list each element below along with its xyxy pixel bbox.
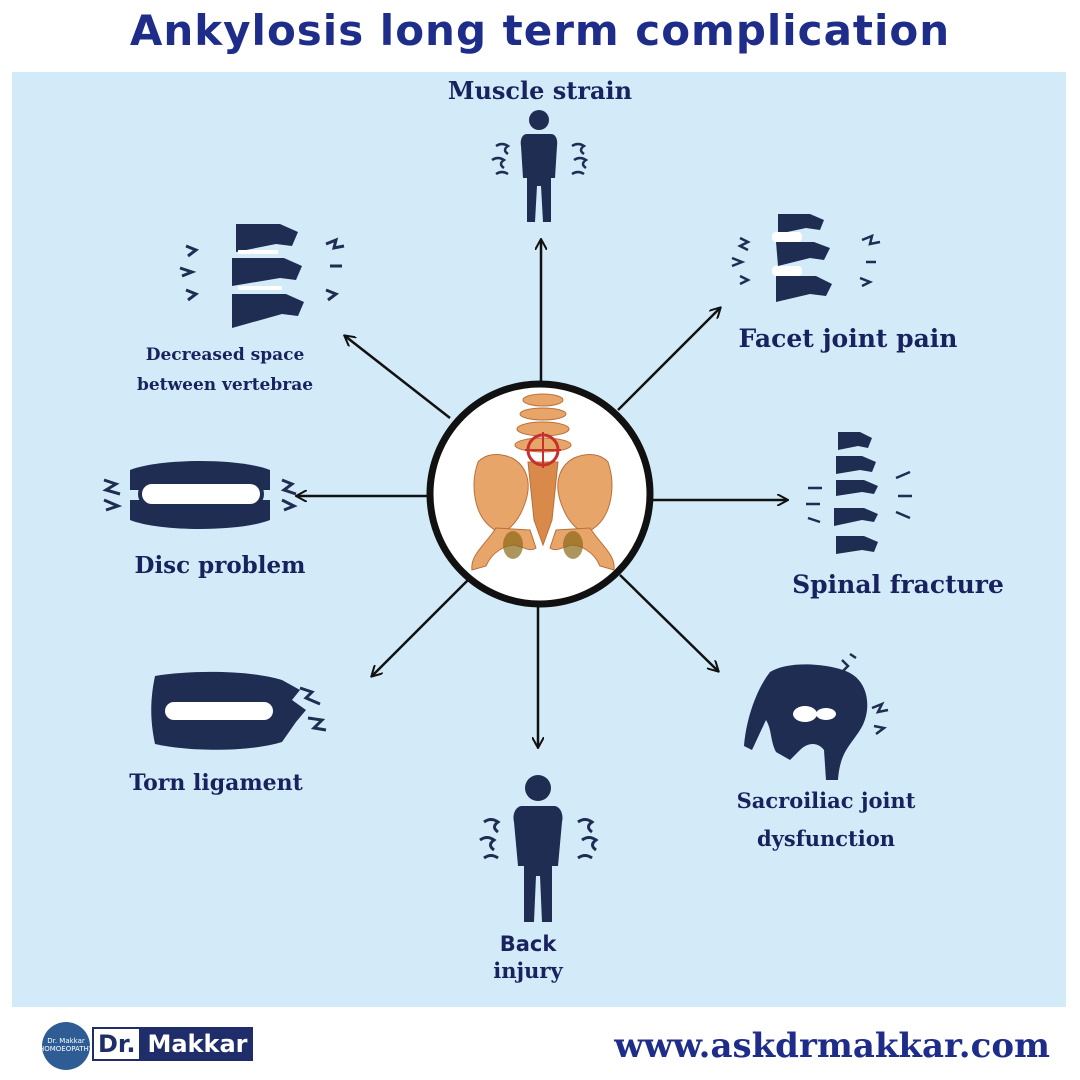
label-facet-joint-pain: Facet joint pain [728,324,968,353]
vertebrae-icon-spinal-fracture [806,432,912,554]
label-decreased-line2: between vertebrae [125,375,325,395]
disc-icon-torn-ligament [151,672,326,750]
brand-name: Makkar [141,1027,253,1061]
arrow-to-sacroiliac [620,575,718,671]
person-icon-back-injury [480,775,596,922]
label-decreased-line1: Decreased space [125,345,325,365]
label-sacroiliac-line1: Sacroiliac joint [726,788,926,813]
label-back-injury-line2: injury [478,958,578,983]
label-torn-ligament: Torn ligament [116,770,316,796]
label-sacroiliac-line2: dysfunction [726,826,926,851]
person-icon-muscle-strain [492,110,586,222]
brand-logo: Dr. Makkar [92,1027,253,1061]
disc-icon-disc-problem [104,461,296,529]
arrow-to-facet-joint-pain [618,308,720,410]
arrow-to-torn-ligament [372,580,468,676]
label-muscle-strain: Muscle strain [440,76,640,105]
label-back-injury-line1: Back [478,932,578,956]
website-link[interactable]: www.askdrmakkar.com [614,1026,1050,1066]
logo-icon: Dr. Makkar HOMOEOPATHY [42,1022,90,1070]
label-spinal-fracture: Spinal fracture [788,570,1008,599]
arrow-to-decreased-space [345,336,450,418]
label-disc-problem: Disc problem [120,552,320,579]
pelvis-icon-sacroiliac [744,654,888,780]
vertebrae-icon-decreased-space [180,224,344,328]
center-pelvis-icon [430,384,650,604]
vertebrae-icon-facet-joint [732,214,880,302]
brand-dr: Dr. [92,1027,141,1061]
